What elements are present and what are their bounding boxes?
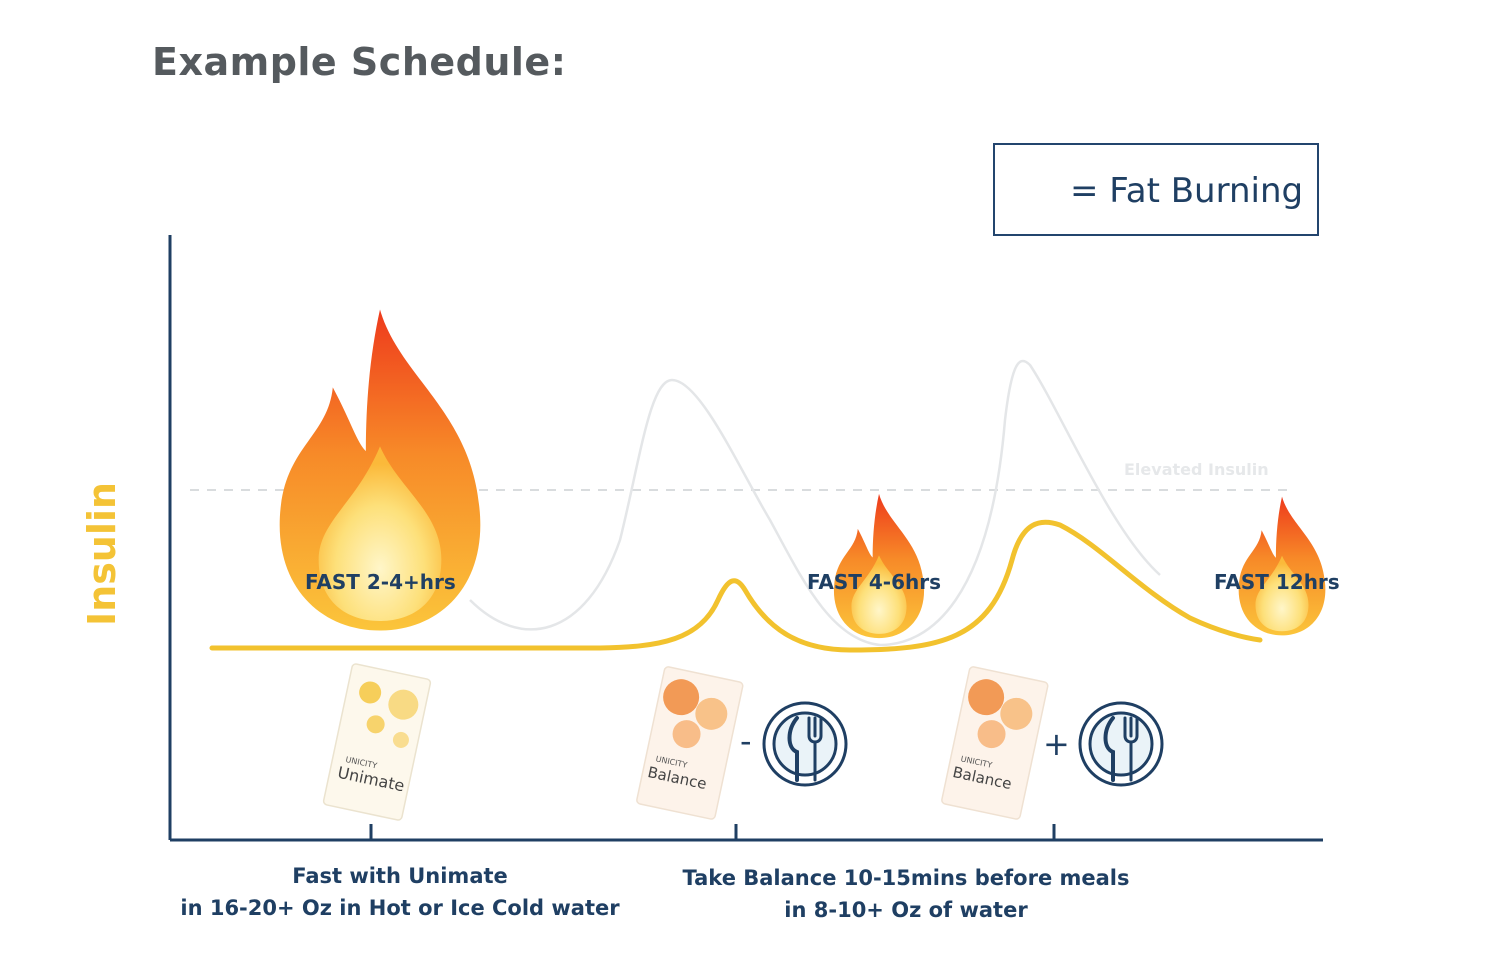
plate-icon [762, 701, 848, 787]
y-axis-label: Insulin [80, 482, 124, 626]
elevated-insulin-label: Elevated Insulin [1124, 460, 1269, 479]
balance-packet: UNICITY Balance [636, 666, 744, 820]
unimate-packet: UNICITY Unimate [322, 663, 432, 821]
page-title: Example Schedule: [152, 40, 567, 84]
legend-box: = Fat Burning [993, 143, 1319, 236]
caption-line: Fast with Unimate [292, 864, 508, 888]
caption-line: in 16-20+ Oz in Hot or Ice Cold water [180, 896, 620, 920]
plus-operator: + [1043, 725, 1070, 763]
caption-line: Take Balance 10-15mins before meals [682, 866, 1130, 890]
insulin-curve [209, 519, 1263, 653]
caption-balance: Take Balance 10-15mins before meals in 8… [650, 862, 1162, 926]
fast-label: FAST 12hrs [1214, 570, 1340, 594]
flame-icon [1238, 496, 1326, 636]
fast-label: FAST 4-6hrs [807, 570, 941, 594]
minus-operator: - [740, 722, 752, 760]
flame-icon [833, 493, 925, 639]
fast-label: FAST 2-4+hrs [305, 570, 456, 594]
legend-text: = Fat Burning [1070, 171, 1304, 211]
balance-packet: UNICITY Balance [941, 666, 1049, 820]
caption-unimate: Fast with Unimate in 16-20+ Oz in Hot or… [160, 860, 640, 924]
spike-curve [469, 359, 1161, 647]
plate-icon [1078, 701, 1164, 787]
caption-line: in 8-10+ Oz of water [784, 898, 1028, 922]
